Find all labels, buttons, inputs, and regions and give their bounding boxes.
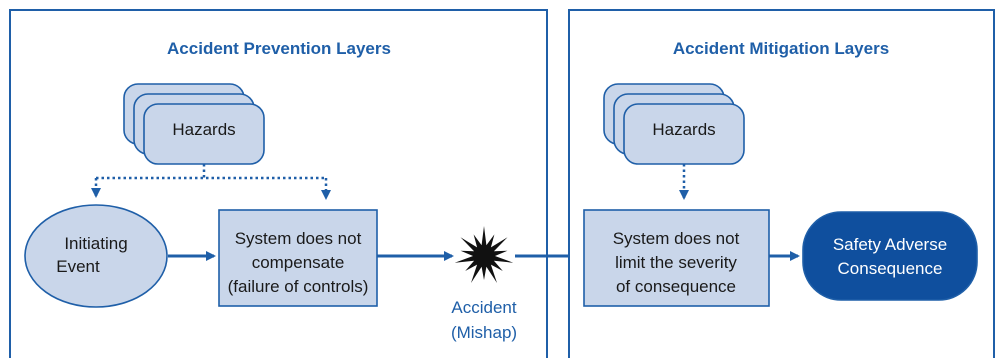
system-compensate-box xyxy=(218,209,378,307)
mitigation-title: Accident Mitigation Layers xyxy=(673,39,889,58)
prevention-hazards-label: Hazards xyxy=(172,120,235,139)
initiating-event-node: Initiating Event xyxy=(24,204,168,308)
system-compensate-line-3: (failure of controls) xyxy=(228,277,369,296)
prevention-hazards-stack: Hazards xyxy=(123,83,265,165)
accident-node: Accident (Mishap) xyxy=(451,226,517,342)
system-compensate-node: System does not compensate (failure of c… xyxy=(218,209,378,307)
initiating-event-ellipse xyxy=(24,204,168,308)
system-limit-node: System does not limit the severity of co… xyxy=(583,209,770,307)
consequence-box xyxy=(802,211,978,301)
consequence-line-1: Safety Adverse xyxy=(833,235,947,254)
mitigation-hazards-label: Hazards xyxy=(652,120,715,139)
system-compensate-line-1: System does not xyxy=(235,229,362,248)
accident-label-line-2: (Mishap) xyxy=(451,323,517,342)
prevention-hazard-connectors xyxy=(91,164,331,200)
system-compensate-line-2: compensate xyxy=(252,253,345,272)
system-limit-line-2: limit the severity xyxy=(615,253,737,272)
consequence-line-2: Consequence xyxy=(838,259,943,278)
prevention-panel: Accident Prevention Layers Hazards Initi… xyxy=(9,9,548,358)
accident-burst-icon xyxy=(454,226,514,283)
prevention-title: Accident Prevention Layers xyxy=(167,39,391,58)
system-limit-box xyxy=(583,209,770,307)
accident-label-line-1: Accident xyxy=(451,298,516,317)
mitigation-panel: Accident Mitigation Layers Hazards Syste… xyxy=(568,9,995,358)
initiating-event-line-1: Initiating xyxy=(64,234,127,253)
system-limit-line-1: System does not xyxy=(613,229,740,248)
consequence-node: Safety Adverse Consequence xyxy=(802,211,978,301)
initiating-event-line-2: Event xyxy=(56,257,100,276)
system-limit-line-3: of consequence xyxy=(616,277,736,296)
mitigation-hazards-stack: Hazards xyxy=(603,83,745,165)
